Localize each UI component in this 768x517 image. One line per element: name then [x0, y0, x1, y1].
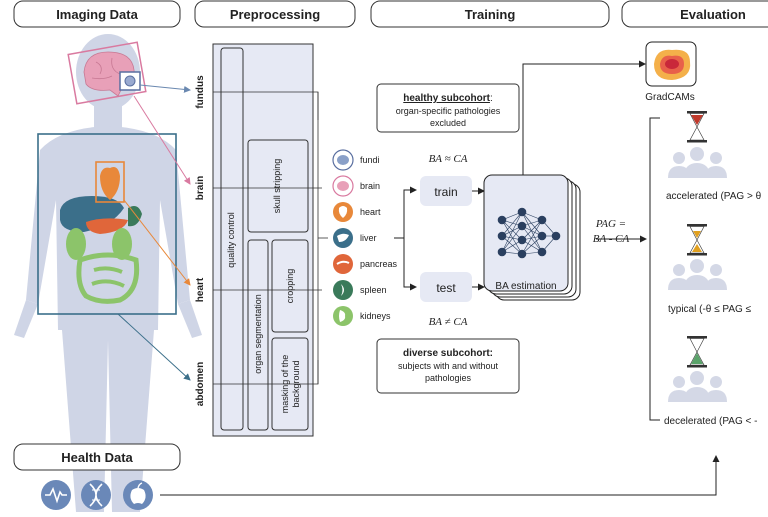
- organ-segmentation-label: organ segmentation: [253, 294, 263, 374]
- people-icon-accelerated: [668, 147, 727, 178]
- heart-icon: [338, 206, 348, 218]
- hourglass-amber-icon: [687, 224, 707, 256]
- evaluation-bracket: [649, 117, 660, 421]
- liver-icon: [337, 233, 349, 242]
- ba-estimation-box: BA estimation: [483, 174, 581, 301]
- diverse-desc-line2: pathologies: [425, 373, 472, 383]
- fundi-icon: [337, 155, 349, 165]
- neural-network-icon: [497, 207, 561, 259]
- kidneys-icon: [339, 310, 346, 322]
- header-health-label: Health Data: [61, 450, 133, 465]
- quality-control-box: [220, 47, 244, 431]
- header-imaging-data: Imaging Data: [13, 0, 181, 28]
- organ-label-kidneys: kidneys: [360, 311, 391, 321]
- modality-abdomen: abdomen: [195, 362, 206, 406]
- ba-neq-ca-label: BA ≠ CA: [429, 316, 468, 328]
- arrow-fundus: [139, 84, 191, 93]
- healthy-desc-line2: excluded: [430, 118, 466, 128]
- header-evaluation: Evaluation: [621, 0, 768, 28]
- modality-brain: brain: [195, 176, 206, 200]
- pag-formula-line1: PAG =: [595, 218, 626, 230]
- accelerated-label: accelerated (PAG > θ: [666, 191, 762, 202]
- arrow-to-train: [394, 186, 417, 239]
- organ-label-liver: liver: [360, 233, 377, 243]
- organ-label-fundi: fundi: [360, 155, 380, 165]
- header-imaging-label: Imaging Data: [56, 7, 138, 22]
- organ-label-spleen: spleen: [360, 285, 387, 295]
- modality-fundus: fundus: [195, 75, 206, 109]
- modality-heart: heart: [195, 277, 206, 302]
- brain-scan: [67, 41, 147, 105]
- ba-estimation-label: BA estimation: [495, 281, 556, 292]
- organ-list: fundi brain heart liver pancreas spleen: [332, 149, 398, 326]
- brain-icon: [337, 181, 349, 191]
- organ-label-heart: heart: [360, 207, 381, 217]
- header-evaluation-label: Evaluation: [680, 7, 746, 22]
- heartbeat-icon: [41, 480, 71, 510]
- arrow-to-test: [403, 238, 417, 291]
- heart-scan: [95, 161, 125, 203]
- diverse-desc-line1: subjects with and without: [398, 361, 499, 371]
- skull-stripping-label: skull stripping: [272, 159, 282, 214]
- organ-segmentation-box: [247, 239, 269, 431]
- ba-approx-ca-label: BA ≈ CA: [429, 153, 468, 165]
- body-silhouette: [14, 34, 202, 512]
- dna-icon: [81, 480, 111, 510]
- quality-control-label: quality control: [226, 212, 236, 268]
- apple-icon: [123, 480, 153, 510]
- hourglass-red-icon: [687, 111, 707, 143]
- arrow-abdomen: [117, 313, 191, 381]
- organ-item-heart: heart: [333, 202, 381, 222]
- test-box: test: [420, 272, 472, 302]
- header-preprocessing-label: Preprocessing: [230, 7, 320, 22]
- skull-stripping-box: [247, 139, 309, 233]
- diverse-subcohort-box: diverse subcohort: subjects with and wit…: [376, 338, 520, 394]
- abdomen-scan: [37, 133, 177, 315]
- arrow-to-gradcams: [522, 60, 646, 175]
- arrow-brain: [133, 95, 191, 185]
- header-training-label: Training: [465, 7, 516, 22]
- cropping-box: [271, 239, 309, 333]
- hourglass-green-icon: [687, 336, 707, 368]
- organ-item-liver: liver: [333, 228, 377, 248]
- preprocessing-panel: quality control skull stripping organ se…: [212, 43, 314, 437]
- typical-label: typical (-θ ≤ PAG ≤: [668, 304, 752, 315]
- train-box: train: [420, 176, 472, 206]
- arrow-health-to-evaluation: [160, 455, 720, 496]
- organ-label-brain: brain: [360, 181, 380, 191]
- healthy-subcohort-title: healthy subcohort:: [403, 93, 492, 104]
- organ-item-spleen: spleen: [333, 280, 387, 300]
- train-label: train: [434, 185, 457, 199]
- healthy-desc-line1: organ-specific pathologies: [396, 106, 501, 116]
- gradcams-label: GradCAMs: [645, 92, 694, 103]
- healthy-subcohort-box: healthy subcohort: organ-specific pathol…: [376, 83, 520, 133]
- people-icon-decelerated: [668, 371, 727, 402]
- pancreas-icon: [336, 260, 350, 265]
- gradcam-icon: [645, 41, 697, 87]
- cropping-label: cropping: [285, 269, 295, 304]
- people-icon-typical: [668, 259, 727, 290]
- organ-item-brain: brain: [332, 175, 380, 197]
- spleen-icon: [341, 284, 344, 296]
- arrow-heart: [123, 199, 191, 286]
- header-preprocessing: Preprocessing: [194, 0, 356, 28]
- decelerated-label: decelerated (PAG < -: [664, 416, 757, 427]
- test-label: test: [436, 281, 456, 295]
- header-training: Training: [370, 0, 610, 28]
- organ-item-kidneys: kidneys: [333, 306, 391, 326]
- organ-label-pancreas: pancreas: [360, 259, 398, 269]
- diverse-subcohort-title: diverse subcohort:: [403, 348, 493, 359]
- organ-item-pancreas: pancreas: [333, 254, 398, 274]
- organ-item-fundi: fundi: [332, 149, 380, 171]
- header-health-data: Health Data: [13, 443, 181, 471]
